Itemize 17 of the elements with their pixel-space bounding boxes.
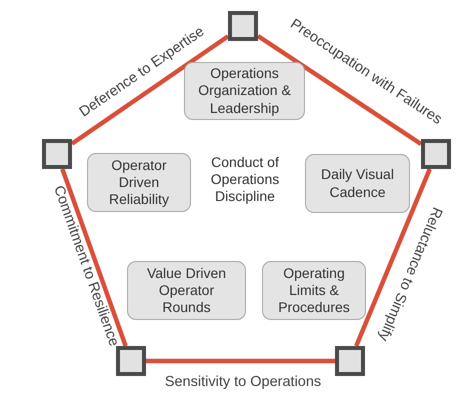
edge-label: Sensitivity to Operations	[164, 374, 322, 390]
box-label: Operator Driven Reliability	[108, 156, 170, 208]
connector-line	[146, 358, 335, 364]
box-label: Operations Organization & Leadership	[198, 65, 291, 117]
center-text: Conduct of Operations Discipline	[210, 154, 280, 206]
connector-line	[256, 34, 422, 146]
box-label: Operating Limits & Procedures	[277, 264, 351, 316]
corner-square	[42, 139, 72, 169]
connector-line	[354, 168, 432, 347]
corner-square	[116, 346, 146, 376]
corner-square	[228, 11, 258, 41]
box-label: Daily Visual Cadence	[320, 166, 395, 201]
connector-line	[60, 168, 128, 347]
corner-square	[335, 346, 365, 376]
corner-square	[421, 139, 451, 169]
box-label: Value Driven Operator Rounds	[146, 264, 228, 316]
connector-line	[70, 34, 230, 146]
